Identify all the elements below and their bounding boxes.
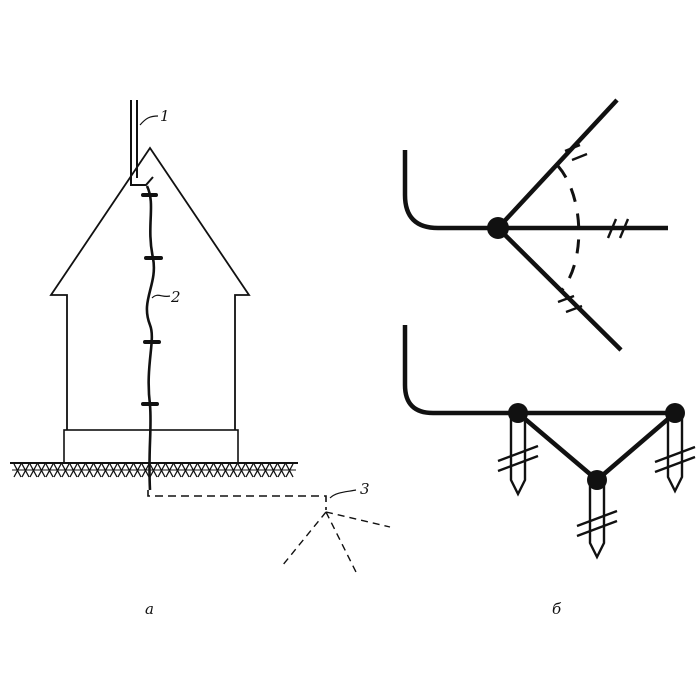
leader-line-3 [329, 489, 357, 499]
ground-hatch-line [181, 463, 190, 478]
ground-hatch-line [101, 463, 110, 478]
ground-hatch-line [45, 463, 54, 478]
ground-hatch-line [141, 463, 150, 478]
ground-hatch-line [173, 463, 182, 478]
break-mark [618, 218, 630, 239]
ground-hatch-line [149, 463, 158, 478]
triangle-node-left [508, 403, 528, 423]
lightning-rod [130, 100, 154, 186]
ground-hatch-line [21, 463, 30, 478]
radial-ray-upper [496, 98, 619, 230]
break-mark [565, 304, 583, 314]
break-mark [571, 152, 588, 162]
label-down-conductor: 2 [170, 288, 181, 306]
ground-hatch-line [53, 463, 62, 478]
electrode-ray [325, 511, 357, 573]
rod-hatch [654, 445, 696, 464]
driven-rod [509, 418, 527, 497]
triangle-node-bottom [587, 470, 607, 490]
ground-hatch-line [261, 463, 270, 478]
label-panel-a: а [145, 600, 154, 618]
panel-a: 1 2 3 а [10, 100, 391, 618]
ground-hatch-line [61, 463, 70, 478]
ground-hatch-line [165, 463, 174, 478]
ground-hatch-line [197, 463, 206, 478]
rod-hatch [576, 519, 618, 538]
ground-hatch-line [213, 463, 222, 478]
label-rod: 1 [160, 107, 170, 125]
triangle-lead-conductor [402, 325, 675, 416]
ground-hatch-line [277, 463, 286, 478]
electrode-ray [325, 511, 391, 528]
ground-hatch-line [13, 463, 22, 478]
triangle-layout [402, 325, 696, 560]
triangle-node-right [665, 403, 685, 423]
underground-conductor [147, 490, 327, 510]
leader-line-1 [139, 115, 159, 126]
ground-hatch-line [69, 463, 78, 478]
break-marks [557, 143, 630, 314]
ground-hatch-line [269, 463, 278, 478]
panel-b: б [402, 98, 696, 618]
house-outline [49, 146, 251, 430]
ground-hatch-line [77, 463, 86, 478]
rod-hatch [576, 509, 618, 528]
electrode-ray [281, 511, 327, 567]
ground-hatch-line [117, 463, 126, 478]
rod-hatch [497, 444, 539, 463]
rod-hatch-marks [497, 444, 696, 538]
rod-hatch [654, 455, 696, 474]
triangle-side-left [516, 411, 599, 482]
ground-electrodes [281, 511, 391, 573]
ground-hatch-line [245, 463, 254, 478]
ground-hatch-line [237, 463, 246, 478]
ground-hatch-line [125, 463, 134, 478]
ground-hatch-line [229, 463, 238, 478]
driven-rod [588, 485, 606, 560]
label-ground-electrode: 3 [360, 480, 370, 498]
leader-line-2 [151, 294, 171, 299]
ground-hatch-line [189, 463, 198, 478]
break-mark [564, 143, 581, 153]
ground-hatch-line [285, 463, 294, 478]
rod-hatch [497, 454, 539, 473]
radial-junction-node [487, 217, 509, 239]
ground-hatch-line [253, 463, 262, 478]
break-mark [606, 218, 618, 239]
ground-hatch-line [109, 463, 118, 478]
triangle-side-right [595, 411, 677, 482]
ground-hatch-line [93, 463, 102, 478]
down-conductor [145, 185, 156, 491]
ground-hatch-line [221, 463, 230, 478]
ground-hatch-line [37, 463, 46, 478]
ground-hatch-line [205, 463, 214, 478]
ground-hatch-line [29, 463, 38, 478]
ground-hatch-line [133, 463, 142, 478]
conductor-clamps [141, 193, 163, 406]
break-mark [557, 294, 575, 304]
ground-hatch-line [85, 463, 94, 478]
radial-lead-conductor [402, 150, 498, 231]
label-panel-b: б [552, 600, 562, 618]
radial-ray-lower [496, 226, 623, 352]
angle-arc [556, 165, 581, 291]
radial-layout [402, 98, 668, 352]
ground-surface [10, 462, 298, 478]
ground-hatch-line [157, 463, 166, 478]
